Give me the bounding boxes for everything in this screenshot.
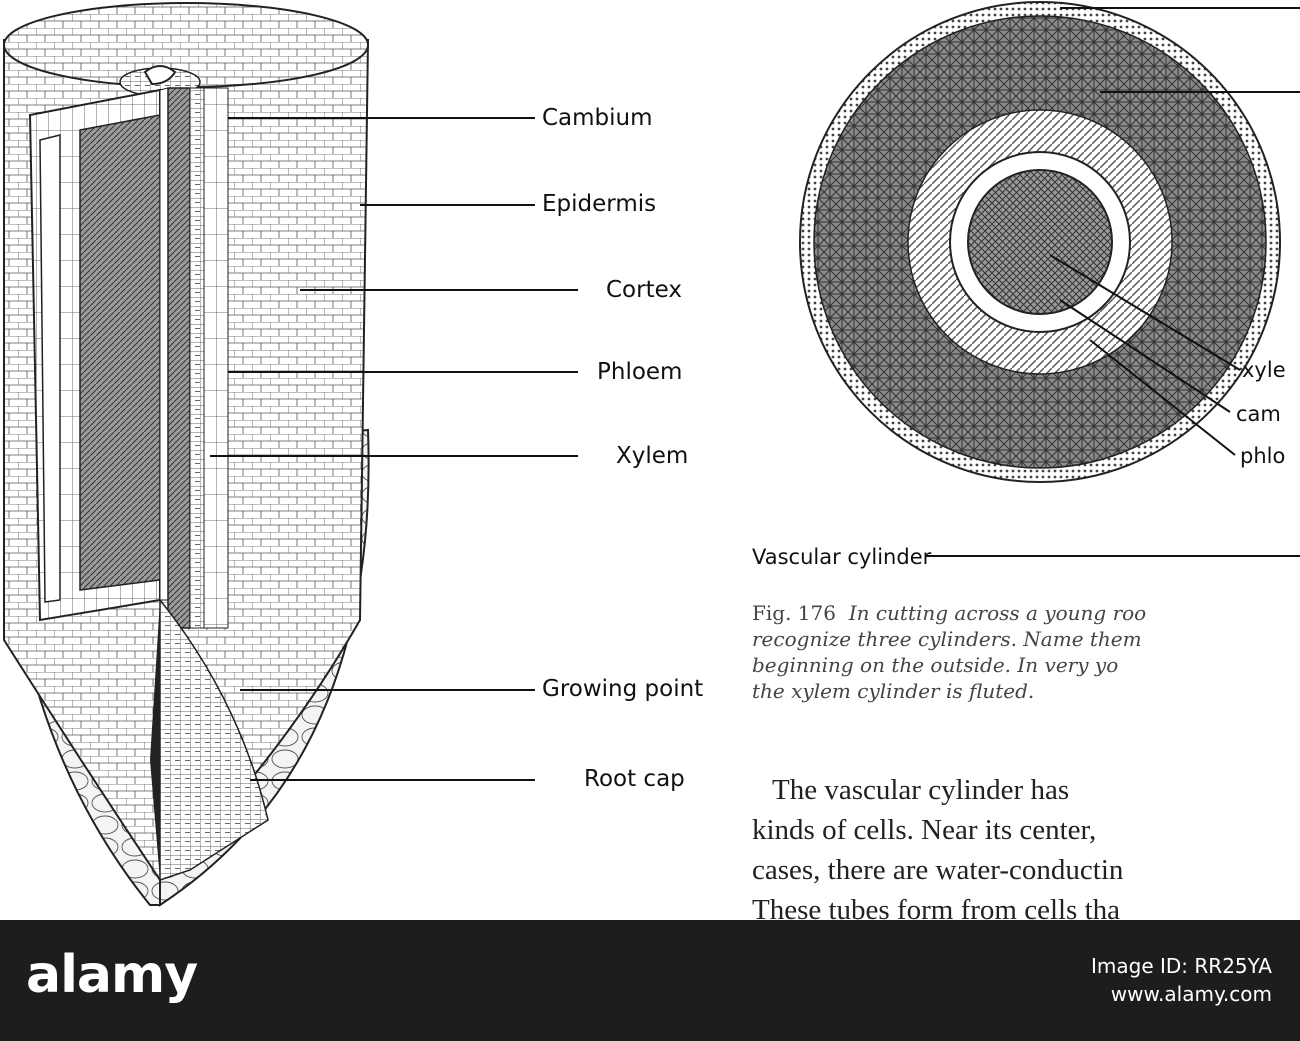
vascular-cylinder-text: Vascular cylinder (752, 545, 932, 569)
image-id-text: Image ID: RR25YA (1091, 954, 1272, 978)
caption-line-2: recognize three cylinders. Name them (752, 627, 1142, 651)
figure-caption: Fig. 176 In cutting across a young roo r… (752, 600, 1300, 704)
label-cambium: Cambium (542, 105, 653, 131)
cross-label-phloem: phlo (1240, 444, 1286, 468)
label-cortex: Cortex (606, 277, 682, 303)
caption-fig-number: Fig. 176 (752, 601, 836, 625)
leader-lines (210, 117, 578, 781)
label-growing-point: Growing point (542, 676, 704, 702)
image-site-url: www.alamy.com (1110, 982, 1272, 1006)
cross-label-cambium: cam (1236, 402, 1281, 426)
caption-line-4: the xylem cylinder is fluted. (752, 679, 1035, 703)
watermark-bar (0, 920, 1300, 1041)
label-xylem: Xylem (616, 443, 689, 469)
label-epidermis: Epidermis (542, 191, 657, 217)
root-longitudinal-section (2, 2, 578, 907)
body-line-3: cases, there are water-conductin (752, 854, 1124, 886)
root-cross-section (799, 1, 1300, 483)
alamy-logo: alamy (26, 945, 198, 1005)
growing-point-region (159, 597, 269, 882)
figure-area: Cambium Epidermis Cortex Phloem Xylem Gr… (2, 1, 1300, 926)
image-id-block: Image ID: RR25YA www.alamy.com (1091, 952, 1272, 1008)
caption-line-1: In cutting across a young roo (848, 601, 1147, 625)
body-paragraph: The vascular cylinder has kinds of cells… (752, 770, 1300, 930)
xylem-core (967, 169, 1113, 315)
label-phloem: Phloem (597, 359, 683, 385)
vascular-cylinder-leader (925, 555, 1300, 557)
vascular-cylinder-label: Vascular cylinder (752, 545, 931, 569)
caption-line-3: beginning on the outside. In very yo (752, 653, 1119, 677)
body-line-2: kinds of cells. Near its center, (752, 814, 1097, 846)
cross-label-xylem: xyle (1242, 358, 1286, 382)
label-root-cap: Root cap (584, 766, 685, 792)
body-line-1: The vascular cylinder has (772, 774, 1070, 806)
